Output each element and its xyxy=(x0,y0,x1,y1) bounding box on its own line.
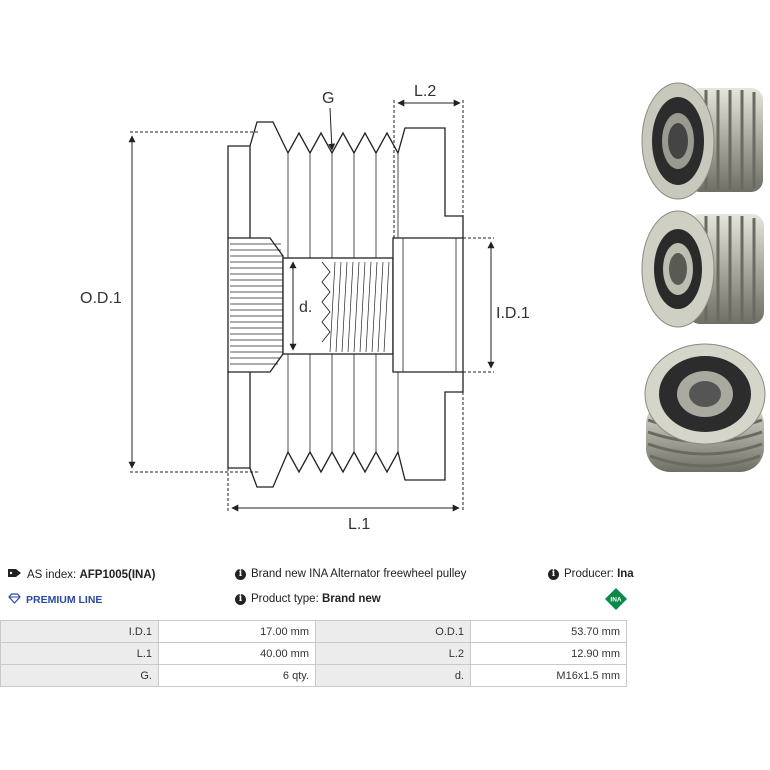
spec-label: L.2 xyxy=(315,642,471,665)
dimension-lines xyxy=(128,99,495,512)
product-type-label: Product type: xyxy=(251,593,319,605)
technical-drawing: G L.2 O.D.1 d. I.D.1 L.1 xyxy=(80,83,530,533)
pulley-photo-angled xyxy=(641,210,764,328)
as-index: AS index: AFP1005(INA) xyxy=(8,568,156,581)
product-description: i Brand new INA Alternator freewheel pul… xyxy=(235,568,466,580)
spec-value: M16x1.5 mm xyxy=(470,664,627,687)
threaded-bore xyxy=(282,237,464,373)
info-icon: i xyxy=(548,568,559,580)
pulley-photo-side xyxy=(641,82,763,200)
producer-label: Producer: xyxy=(564,568,614,580)
spec-label: O.D.1 xyxy=(315,620,471,643)
dimension-labels: G L.2 O.D.1 d. I.D.1 L.1 xyxy=(80,83,530,533)
premium-line-label: PREMIUM LINE xyxy=(26,594,103,606)
spec-value: 6 qty. xyxy=(158,664,316,687)
as-index-label: AS index: xyxy=(27,568,77,581)
producer: i Producer: Ina xyxy=(548,568,634,580)
pulley-photo-front xyxy=(644,343,766,472)
description-text: Brand new INA Alternator freewheel pulle… xyxy=(251,568,467,580)
spec-value: 12.90 mm xyxy=(470,642,627,665)
info-icon: i xyxy=(235,593,246,605)
spec-value: 40.00 mm xyxy=(158,642,316,665)
product-type-value: Brand new xyxy=(321,593,381,605)
ina-logo-text: INA xyxy=(610,597,622,604)
diamond-icon xyxy=(8,593,21,607)
label-l2: L.2 xyxy=(414,83,436,100)
label-od1: O.D.1 xyxy=(80,290,122,307)
spec-table: I.D.1 17.00 mm O.D.1 53.70 mm L.1 40.00 … xyxy=(0,620,627,687)
tag-icon xyxy=(8,568,22,581)
pulley-outline xyxy=(227,121,464,488)
spec-value: 17.00 mm xyxy=(158,620,316,643)
label-d: d. xyxy=(299,299,312,316)
spec-value: 53.70 mm xyxy=(470,620,627,643)
table-row: G. 6 qty. d. M16x1.5 mm xyxy=(0,664,627,687)
producer-value: Ina xyxy=(617,568,634,580)
as-index-value: AFP1005(INA) xyxy=(79,568,156,581)
spec-label: L.1 xyxy=(0,642,159,665)
table-row: L.1 40.00 mm L.2 12.90 mm xyxy=(0,642,627,665)
info-icon: i xyxy=(235,568,246,580)
product-type: i Product type: Brand new xyxy=(235,593,381,605)
label-g: G xyxy=(322,90,334,107)
label-id1: I.D.1 xyxy=(496,305,530,322)
spec-label: G. xyxy=(0,664,159,687)
spec-label: d. xyxy=(315,664,471,687)
ina-logo: INA xyxy=(605,588,627,610)
premium-line: PREMIUM LINE xyxy=(8,593,102,607)
spec-label: I.D.1 xyxy=(0,620,159,643)
table-row: I.D.1 17.00 mm O.D.1 53.70 mm xyxy=(0,620,627,643)
label-l1: L.1 xyxy=(348,516,370,533)
spline-hub xyxy=(227,237,284,373)
